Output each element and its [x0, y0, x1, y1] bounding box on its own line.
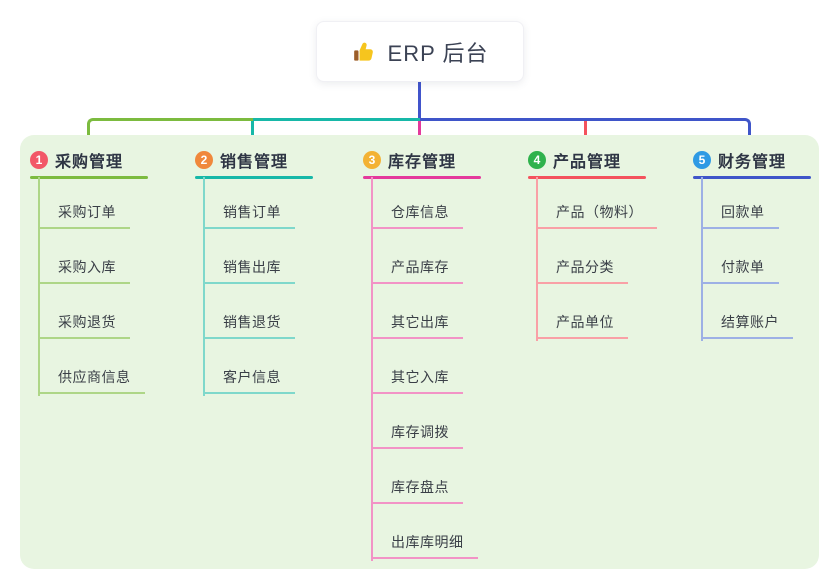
branch-node-product[interactable]: 4 产品管理: [528, 147, 621, 173]
branch-label: 采购管理: [55, 154, 124, 171]
branch-badge-4: 4: [528, 151, 546, 169]
root-node[interactable]: ERP 后台: [316, 21, 524, 82]
branch-child-spine: [38, 177, 40, 396]
child-node[interactable]: 客户信息: [203, 367, 295, 394]
branch-underline: [195, 176, 313, 179]
thumbs-up-icon: [352, 39, 378, 65]
branch-badge-5: 5: [693, 151, 711, 169]
branch-label: 销售管理: [220, 154, 289, 171]
branch-label: 库存管理: [388, 154, 457, 171]
child-node[interactable]: 仓库信息: [371, 202, 463, 229]
branch-badge-2: 2: [195, 151, 213, 169]
bus-line-branch2: [253, 118, 420, 121]
branch-child-spine: [371, 177, 373, 561]
child-node[interactable]: 出库库明细: [371, 532, 478, 559]
drop-line-branch3: [418, 121, 421, 146]
branch-children: 采购订单 采购入库 采购退货 供应商信息: [38, 174, 145, 394]
branch-badge-3: 3: [363, 151, 381, 169]
branch-child-spine: [536, 177, 538, 341]
bus-line-branch1: [87, 118, 253, 146]
branch-child-spine: [701, 177, 703, 341]
child-node[interactable]: 产品（物料）: [536, 202, 657, 229]
child-node[interactable]: 供应商信息: [38, 367, 145, 394]
branch-children: 产品（物料） 产品分类 产品单位: [536, 174, 657, 339]
branch-underline: [693, 176, 811, 179]
child-node[interactable]: 销售订单: [203, 202, 295, 229]
branch-badge-1: 1: [30, 151, 48, 169]
child-node[interactable]: 产品单位: [536, 312, 628, 339]
child-node[interactable]: 结算账户: [701, 312, 793, 339]
branch-label: 财务管理: [718, 154, 787, 171]
child-node[interactable]: 付款单: [701, 257, 779, 284]
branch-child-spine: [203, 177, 205, 396]
branch-children: 仓库信息 产品库存 其它出库 其它入库 库存调拨 库存盘点 出库库明细: [371, 174, 478, 559]
child-node[interactable]: 其它入库: [371, 367, 463, 394]
bus-line-branch5: [420, 118, 751, 146]
child-node[interactable]: 库存盘点: [371, 477, 463, 504]
drop-line-branch4: [584, 121, 587, 146]
child-node[interactable]: 采购订单: [38, 202, 130, 229]
child-node[interactable]: 其它出库: [371, 312, 463, 339]
drop-line-branch2: [251, 121, 254, 146]
branch-children: 销售订单 销售出库 销售退货 客户信息: [203, 174, 295, 394]
branch-label: 产品管理: [553, 154, 622, 171]
child-node[interactable]: 产品分类: [536, 257, 628, 284]
root-connector-line: [418, 82, 421, 119]
branches-panel: [20, 135, 819, 569]
branch-underline: [528, 176, 646, 179]
branch-node-purchase[interactable]: 1 采购管理: [30, 147, 123, 173]
child-node[interactable]: 产品库存: [371, 257, 463, 284]
child-node[interactable]: 库存调拨: [371, 422, 463, 449]
branch-underline: [363, 176, 481, 179]
branch-underline: [30, 176, 148, 179]
branch-node-sales[interactable]: 2 销售管理: [195, 147, 288, 173]
child-node[interactable]: 采购退货: [38, 312, 130, 339]
child-node[interactable]: 销售退货: [203, 312, 295, 339]
branch-node-inventory[interactable]: 3 库存管理: [363, 147, 456, 173]
branch-node-finance[interactable]: 5 财务管理: [693, 147, 786, 173]
branch-children: 回款单 付款单 结算账户: [701, 174, 793, 339]
root-title: ERP 后台: [387, 40, 489, 66]
child-node[interactable]: 销售出库: [203, 257, 295, 284]
child-node[interactable]: 采购入库: [38, 257, 130, 284]
child-node[interactable]: 回款单: [701, 202, 779, 229]
